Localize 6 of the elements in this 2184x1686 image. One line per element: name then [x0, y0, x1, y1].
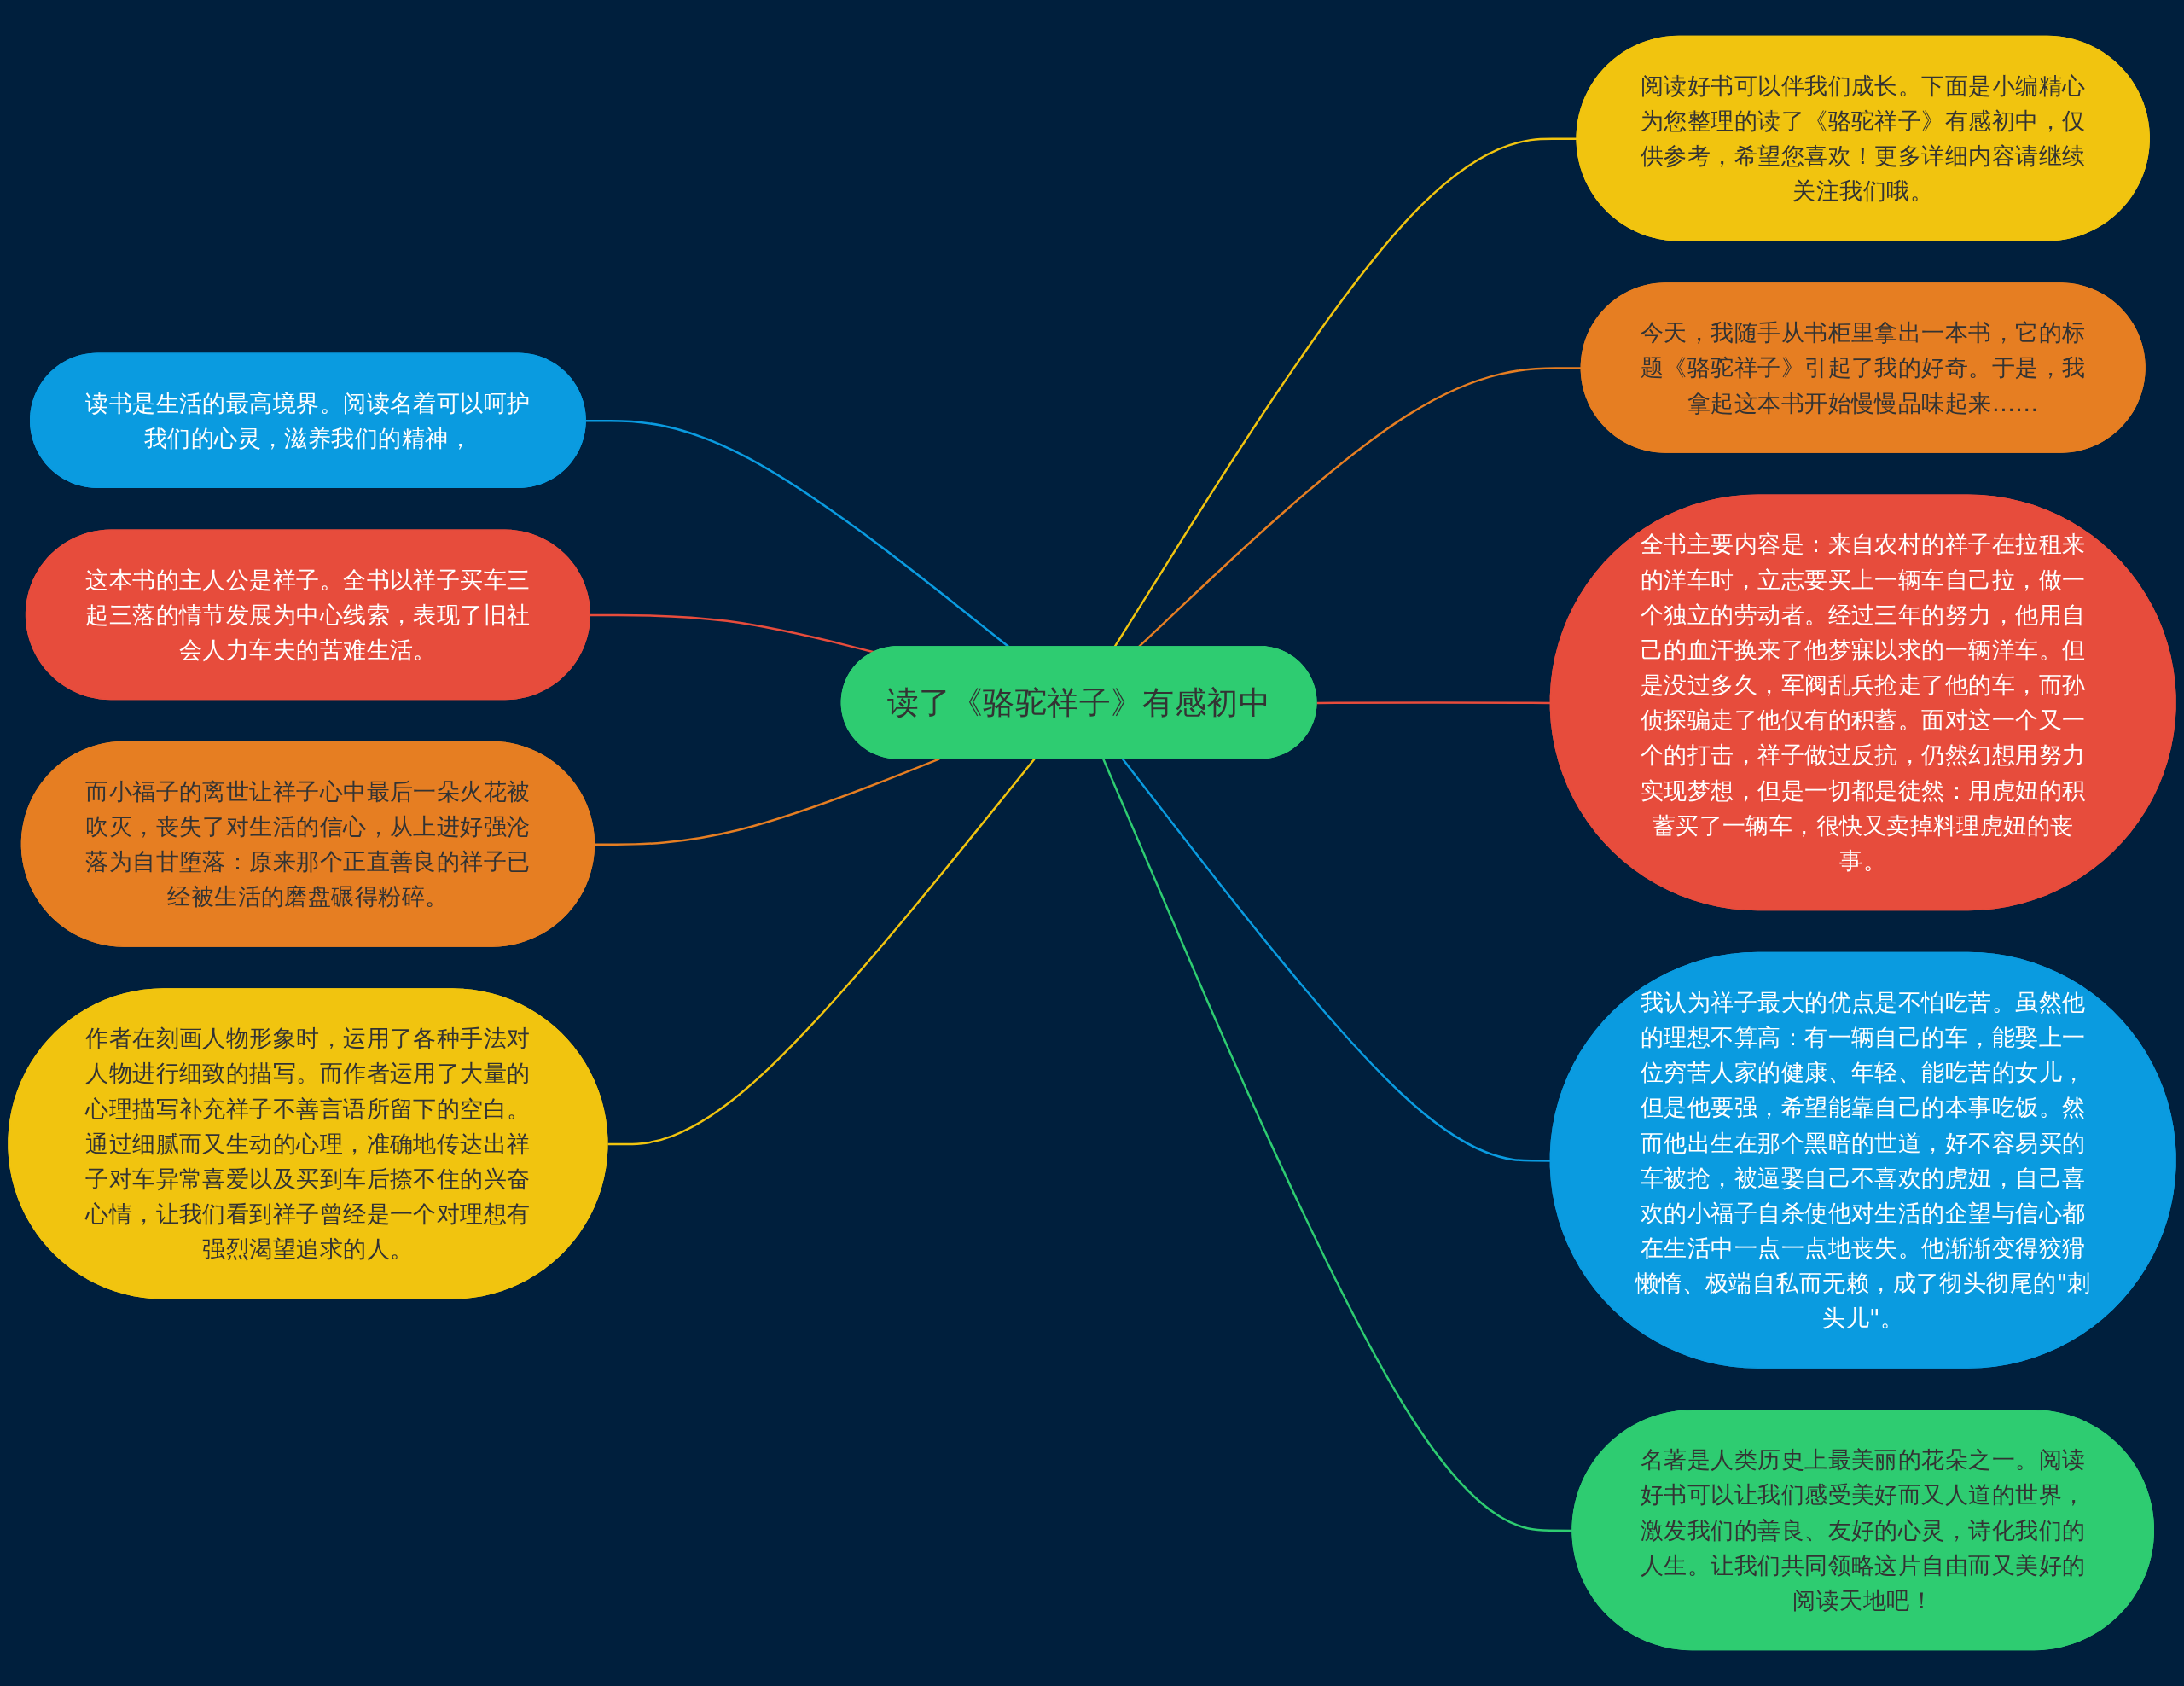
connector [1102, 758, 1573, 1532]
connector [1121, 758, 1551, 1162]
connector [607, 758, 1036, 1146]
connector [590, 613, 875, 654]
connector [1316, 701, 1551, 705]
connector [595, 758, 940, 846]
